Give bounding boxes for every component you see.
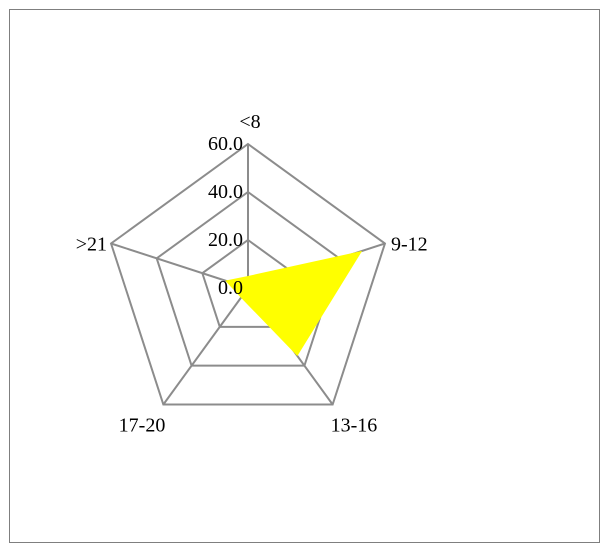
tick-label: 40.0 <box>208 181 243 203</box>
category-label: 17-20 <box>119 414 166 436</box>
category-label: 13-16 <box>331 414 378 436</box>
radial-tick-labels: 0.0 20.0 40.0 60.0 <box>208 133 243 299</box>
category-label: 9-12 <box>391 234 428 256</box>
category-label: >21 <box>76 234 107 256</box>
series-area-0 <box>225 250 363 356</box>
spoke-3 <box>162 287 249 406</box>
tick-label: 60.0 <box>208 133 243 155</box>
radar-grid <box>109 142 387 406</box>
category-label: <8 <box>239 111 260 133</box>
tick-label: 0.0 <box>218 277 243 299</box>
radar-series <box>225 250 363 356</box>
grid-ring-2 <box>155 190 341 367</box>
tick-label: 20.0 <box>208 229 243 251</box>
grid-ring-1 <box>201 238 295 328</box>
category-labels: <8 9-12 13-16 17-20 >21 <box>76 111 428 436</box>
grid-ring-3 <box>109 142 387 406</box>
